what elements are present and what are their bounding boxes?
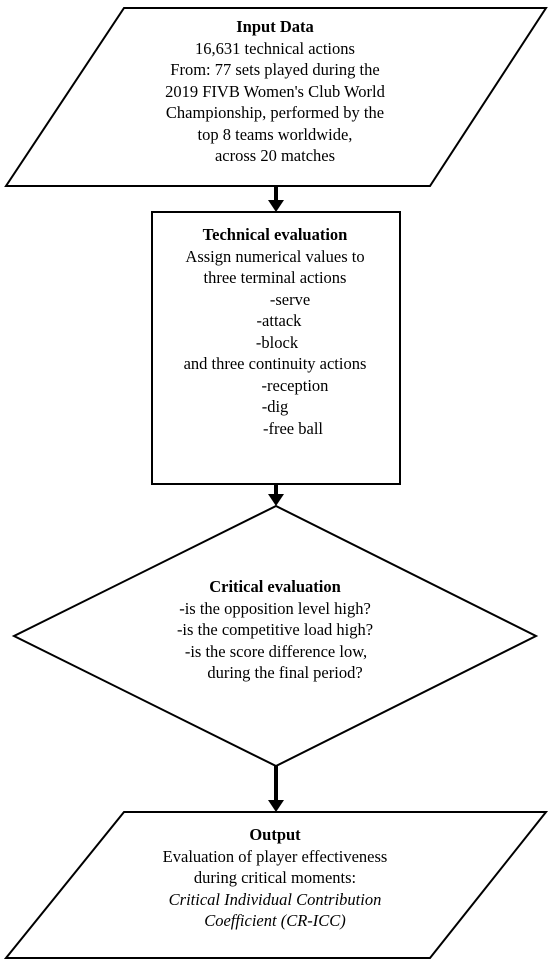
output-line: Evaluation of player effectiveness xyxy=(162,846,388,866)
input-data-text: Input Data 16,631 technical actions From… xyxy=(0,16,550,167)
input-line: Championship, performed by the xyxy=(165,103,385,122)
input-data-shape xyxy=(4,7,548,187)
arrow-head-2 xyxy=(268,494,284,506)
output-text: Output Evaluation of player effectivenes… xyxy=(0,824,550,932)
arrow-head-3 xyxy=(268,800,284,812)
input-line: across 20 matches xyxy=(214,146,336,165)
critical-evaluation-text: Critical evaluation -is the opposition l… xyxy=(0,576,550,684)
technical-line: three terminal actions xyxy=(203,268,347,287)
critical-question: -is the opposition level high? xyxy=(179,598,371,618)
technical-line: Assign numerical values to xyxy=(185,246,365,266)
technical-line: and three continuity actions xyxy=(183,354,367,373)
input-line: 2019 FIVB Women's Club World xyxy=(165,81,385,101)
technical-evaluation-text: Technical evaluation Assign numerical va… xyxy=(0,224,550,439)
input-line: From: 77 sets played during the xyxy=(170,60,380,79)
critical-title: Critical evaluation xyxy=(209,577,341,596)
technical-item-dig: -dig xyxy=(261,397,289,416)
output-coefficient-abbrev: Coefficient (CR-ICC) xyxy=(204,911,346,930)
critical-question: -is the competitive load high? xyxy=(176,620,374,639)
output-line: during critical moments: xyxy=(193,868,357,887)
critical-question: -is the score difference low, xyxy=(184,641,368,661)
technical-title: Technical evaluation xyxy=(202,225,348,244)
output-shape xyxy=(3,811,549,959)
output-title: Output xyxy=(249,825,301,844)
arrow-head-1 xyxy=(268,200,284,212)
technical-item-serve: -serve xyxy=(269,289,311,309)
input-title: Input Data xyxy=(236,17,314,36)
technical-item-attack: -attack xyxy=(256,311,302,330)
input-line: 16,631 technical actions xyxy=(195,38,355,58)
critical-question: during the final period? xyxy=(207,663,363,682)
input-line: top 8 teams worldwide, xyxy=(197,124,353,144)
output-coefficient-name: Critical Individual Contribution xyxy=(168,889,382,909)
technical-item-block: -block xyxy=(255,332,299,352)
technical-evaluation-box xyxy=(151,211,401,485)
technical-item-reception: -reception xyxy=(261,375,329,395)
technical-item-free-ball: -free ball xyxy=(263,418,323,438)
